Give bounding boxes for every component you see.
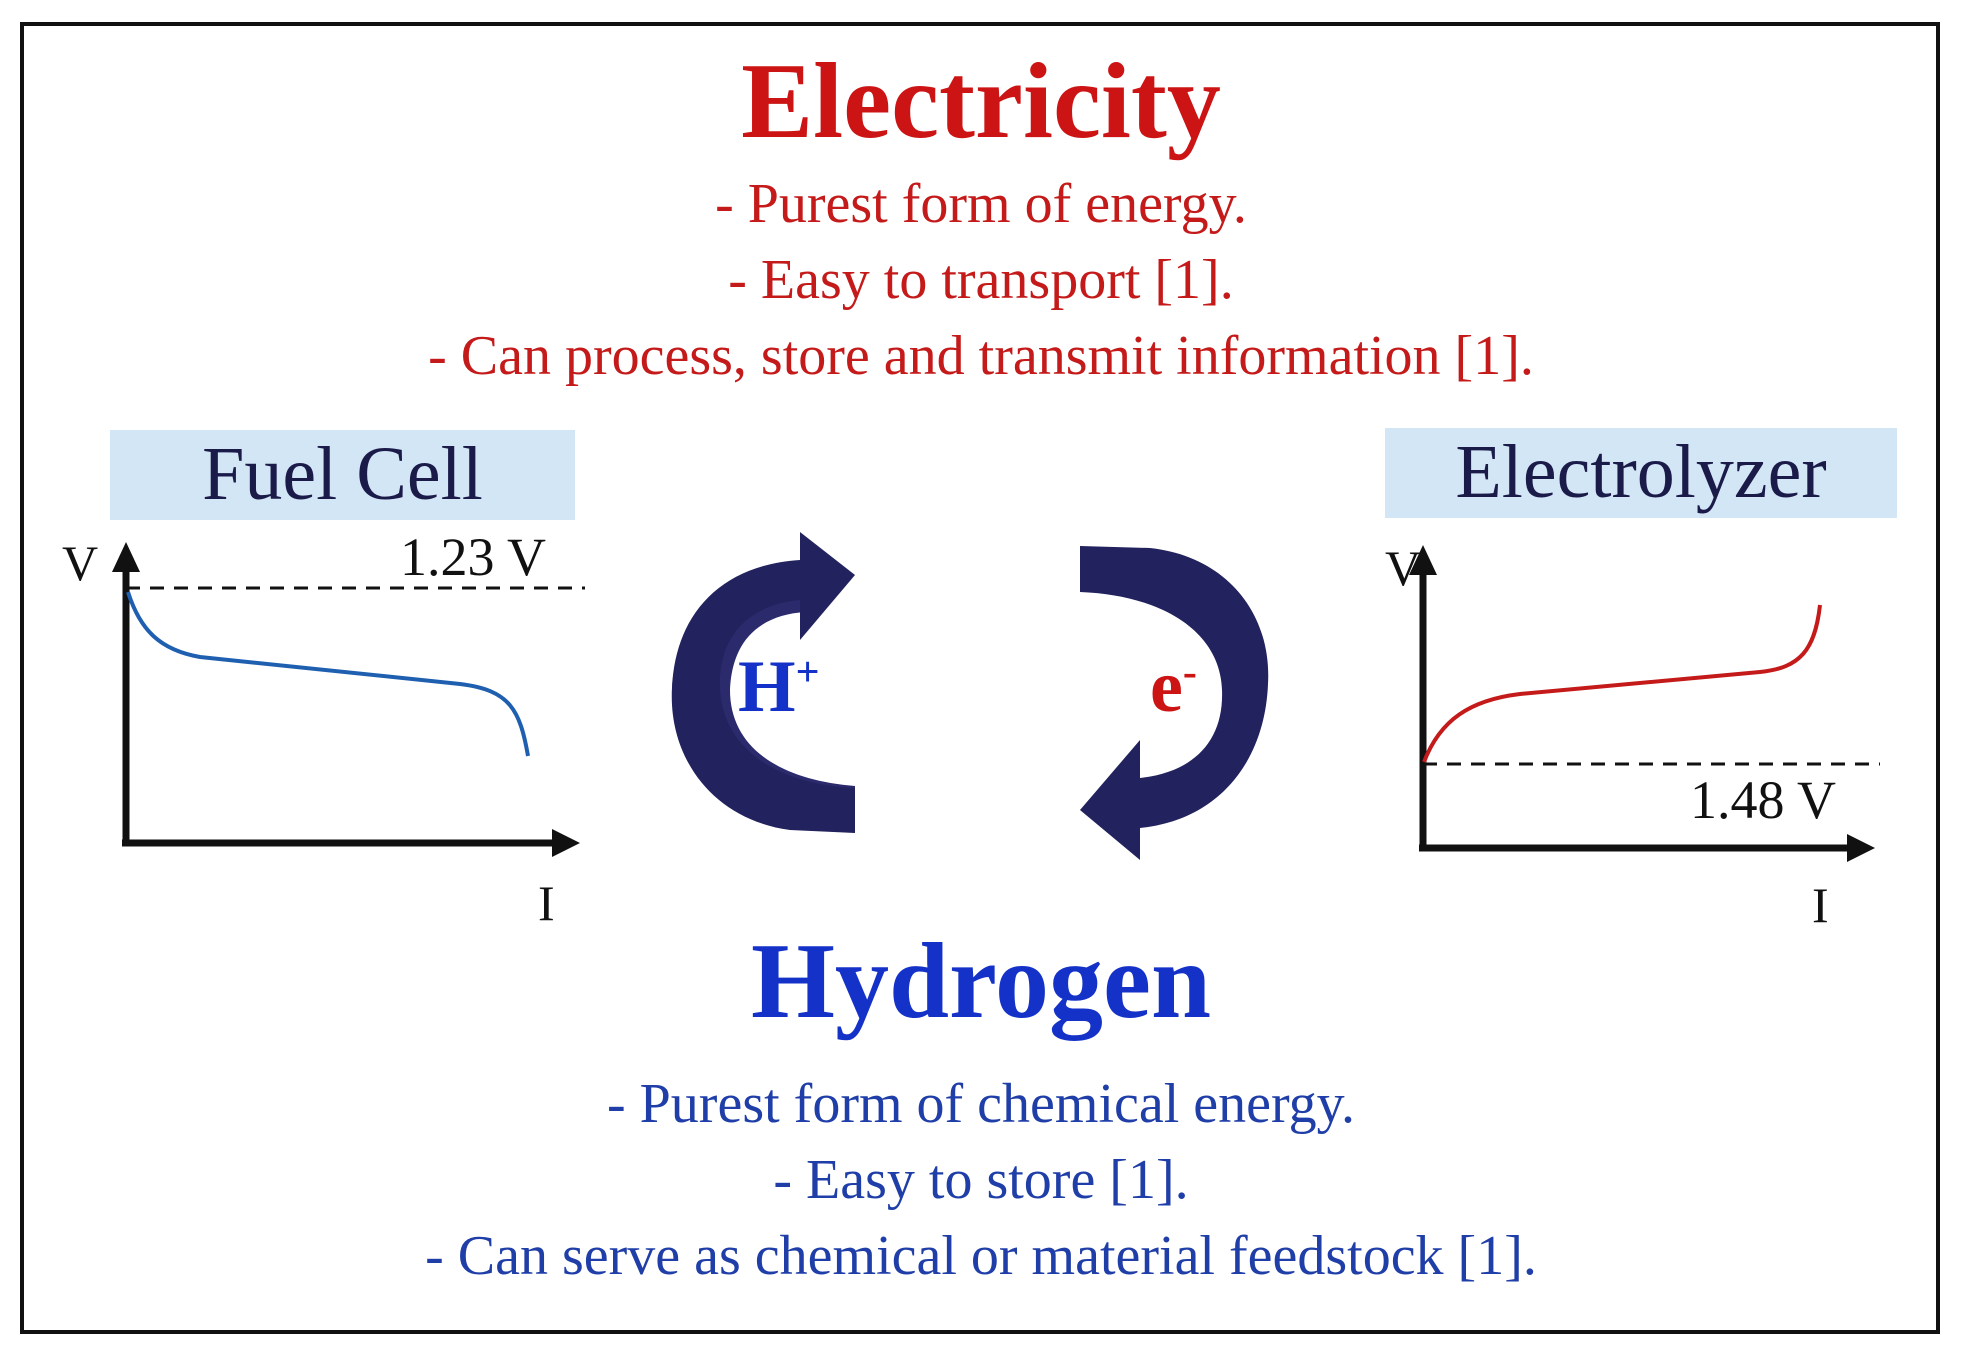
electrolyzer-y-arrowhead (1409, 545, 1437, 575)
fuel-cell-label: Fuel Cell (110, 430, 575, 520)
proton-label: H+ (738, 645, 820, 730)
fuel-cell-x-arrowhead (552, 829, 580, 857)
left-arrow-shape (671, 532, 855, 833)
electrolyzer-x-label: I (1812, 877, 1829, 933)
fuel-cell-x-label: I (538, 875, 555, 931)
electrolyzer-reference-value: 1.48 V (1690, 770, 1836, 830)
electron-symbol: e (1150, 646, 1183, 728)
left-cycle-arrow (671, 532, 855, 833)
electricity-point-3: - Can process, store and transmit inform… (428, 325, 1534, 387)
fuel-cell-chart: V I 1.23 V (62, 527, 585, 931)
electron-label: e- (1150, 645, 1197, 730)
electrolyzer-polarization-curve (1422, 604, 1822, 763)
electricity-point-2: - Easy to transport [1]. (728, 249, 1234, 311)
electricity-point-1: - Purest form of energy. (715, 173, 1247, 235)
electrolyzer-x-arrowhead (1847, 834, 1875, 862)
right-cycle-arrow (1080, 546, 1269, 860)
fuel-cell-polarization-curve (126, 591, 530, 757)
proton-symbol: H (738, 646, 796, 728)
electrolyzer-y-label: V (1385, 540, 1421, 596)
electrolyzer-chart: V I 1.48 V (1385, 540, 1880, 933)
hydrogen-title: Hydrogen (750, 922, 1212, 1041)
electricity-title: Electricity (741, 42, 1221, 161)
electron-charge: - (1182, 649, 1197, 696)
hydrogen-point-3: - Can serve as chemical or material feed… (425, 1225, 1537, 1287)
hydrogen-point-2: - Easy to store [1]. (773, 1149, 1189, 1211)
fuel-cell-y-label: V (62, 535, 98, 591)
diagram-frame (20, 22, 1940, 1334)
electrolyzer-label: Electrolyzer (1385, 428, 1897, 518)
fuel-cell-reference-value: 1.23 V (400, 527, 546, 587)
right-arrow-shape (1080, 546, 1269, 860)
fuel-cell-y-arrowhead (112, 542, 140, 572)
proton-charge: + (795, 649, 820, 696)
hydrogen-point-1: - Purest form of chemical energy. (607, 1073, 1355, 1135)
